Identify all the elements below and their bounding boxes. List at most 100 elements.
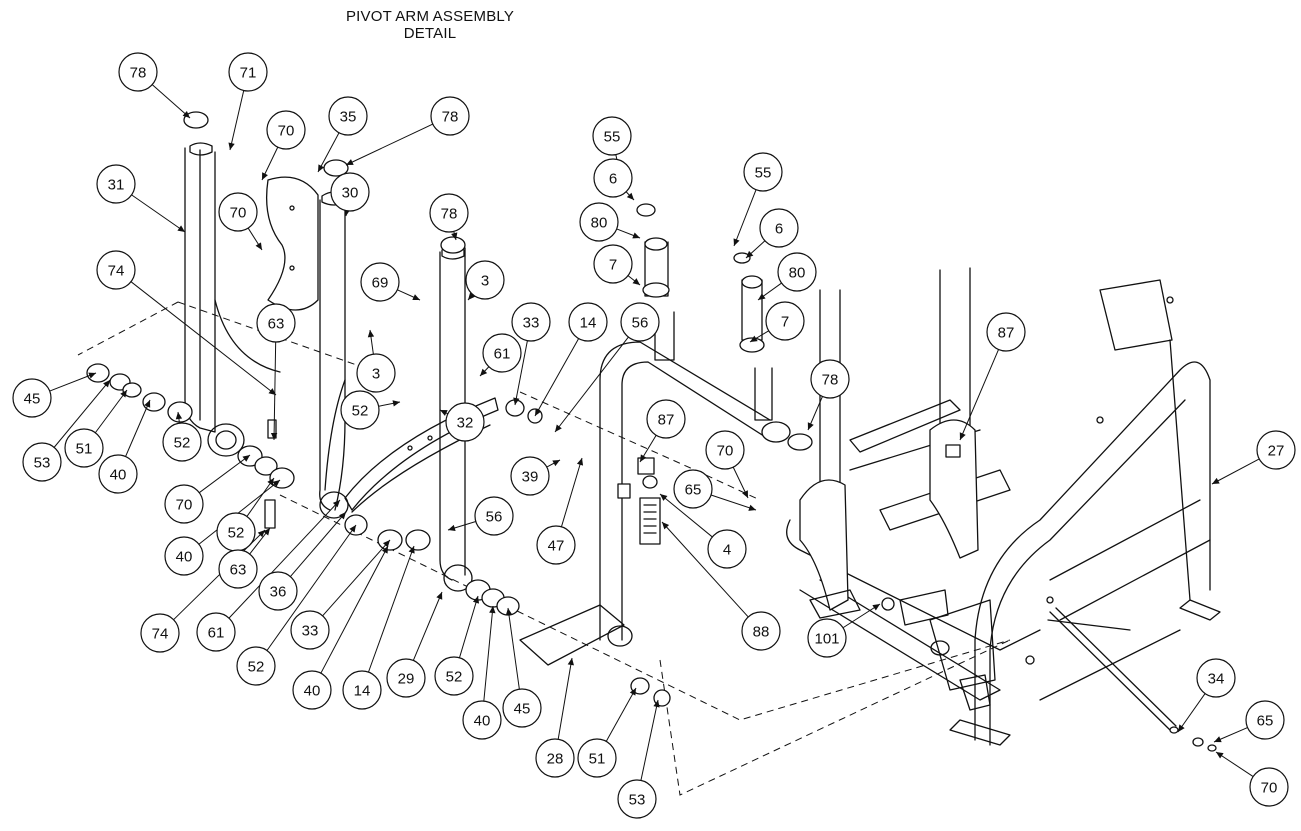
callout-arrowhead: [1178, 724, 1185, 732]
callout-circle: [646, 399, 686, 439]
callout-circle: [510, 456, 550, 496]
callout-circle: [579, 202, 619, 242]
callout-number: 65: [685, 482, 702, 499]
callout-number: 80: [591, 215, 608, 232]
callout-arrowhead: [448, 524, 456, 532]
callout-circle: [445, 402, 485, 442]
part-callout-balloon: 78: [810, 359, 850, 399]
callout-arrowhead: [629, 688, 636, 696]
part-callout-balloon: 56: [474, 496, 514, 536]
callout-circle: [96, 250, 136, 290]
callout-circle: [465, 260, 505, 300]
callout-arrowhead: [339, 512, 346, 520]
callout-circle: [536, 525, 576, 565]
part-callout-balloon: 88: [741, 611, 781, 651]
callout-arrowhead: [451, 232, 458, 240]
part-callout-balloon: 45: [12, 378, 52, 418]
callout-number: 45: [514, 701, 531, 718]
part-callout-balloon: 70: [705, 430, 745, 470]
callout-circle: [360, 262, 400, 302]
callout-circle: [228, 52, 268, 92]
part-callout-balloon: 55: [743, 152, 783, 192]
callout-circle: [592, 116, 632, 156]
callout-number: 70: [176, 497, 193, 514]
callout-circle: [765, 301, 805, 341]
part-callout-balloon: 61: [196, 612, 236, 652]
pivot-rod: [1049, 607, 1217, 752]
callout-number: 33: [523, 315, 540, 332]
callout-number: 51: [589, 751, 606, 768]
callout-leader: [1177, 693, 1206, 733]
part-callout-balloon: 70: [266, 110, 306, 150]
callout-arrowhead: [263, 528, 270, 536]
callout-number: 78: [130, 65, 147, 82]
callout-number: 56: [486, 509, 503, 526]
callout-arrowhead: [262, 172, 268, 180]
callout-number: 61: [208, 625, 225, 642]
part-callout-balloon: 30: [330, 172, 370, 212]
callout-arrowhead: [268, 388, 276, 395]
callout-circle: [1249, 767, 1289, 807]
callout-number: 32: [457, 415, 474, 432]
callout-arrowhead: [255, 242, 262, 250]
part-callout-balloon: 40: [164, 536, 204, 576]
callout-number: 33: [302, 623, 319, 640]
callout-circle: [511, 302, 551, 342]
callout-number: 55: [755, 165, 772, 182]
callout-arrowhead: [242, 455, 250, 462]
part-callout-balloon: 80: [579, 202, 619, 242]
callout-number: 45: [24, 391, 41, 408]
callout-arrowhead: [662, 522, 670, 530]
callout-arrowhead: [632, 232, 640, 239]
callout-number: 63: [268, 316, 285, 333]
callout-circle: [743, 152, 783, 192]
part-callout-balloon: 28: [535, 738, 575, 778]
callout-circle: [429, 193, 469, 233]
callout-number: 87: [998, 325, 1015, 342]
callout-number: 14: [354, 683, 371, 700]
callout-arrowhead: [552, 460, 560, 467]
callout-arrowhead: [440, 410, 448, 416]
part-callout-balloon: 52: [434, 656, 474, 696]
callout-arrowhead: [480, 368, 488, 376]
callout-leader: [198, 479, 281, 545]
part-callout-balloon: 63: [256, 303, 296, 343]
part-callout-balloon: 14: [568, 302, 608, 342]
callout-number: 78: [442, 109, 459, 126]
callout-arrowhead: [959, 432, 966, 440]
callout-circle: [292, 670, 332, 710]
callout-circle: [330, 172, 370, 212]
callout-circle: [807, 618, 847, 658]
callout-arrowhead: [626, 192, 634, 200]
callout-circle: [118, 52, 158, 92]
callout-leader: [458, 595, 479, 658]
callout-leader: [198, 454, 251, 494]
callout-leader: [483, 605, 494, 702]
callout-arrowhead: [640, 454, 647, 462]
callout-circle: [218, 192, 258, 232]
callout-leader: [320, 545, 389, 674]
part-callout-balloon: 87: [986, 312, 1026, 352]
callout-arrowhead: [144, 400, 151, 408]
callout-leader: [322, 539, 391, 617]
callout-circle: [340, 390, 380, 430]
callout-arrowhead: [175, 412, 183, 420]
part-callout-balloon: 45: [502, 688, 542, 728]
callout-arrowhead: [182, 110, 190, 118]
part-callout-balloon: 52: [162, 422, 202, 462]
callout-number: 6: [775, 221, 783, 238]
callout-number: 63: [230, 562, 247, 579]
callout-number: 14: [580, 315, 597, 332]
callout-leader: [640, 699, 659, 781]
callout-circle: [196, 612, 236, 652]
callout-leader: [554, 336, 629, 433]
callout-number: 78: [441, 206, 458, 223]
callout-leader: [367, 545, 415, 673]
part-callout-balloon: 55: [592, 116, 632, 156]
callout-number: 3: [481, 273, 489, 290]
callout-leader: [290, 511, 347, 577]
callout-circle: [64, 428, 104, 468]
callout-arrowhead: [1216, 752, 1224, 759]
callout-arrowhead: [733, 238, 740, 246]
part-callout-balloon: 29: [386, 658, 426, 698]
